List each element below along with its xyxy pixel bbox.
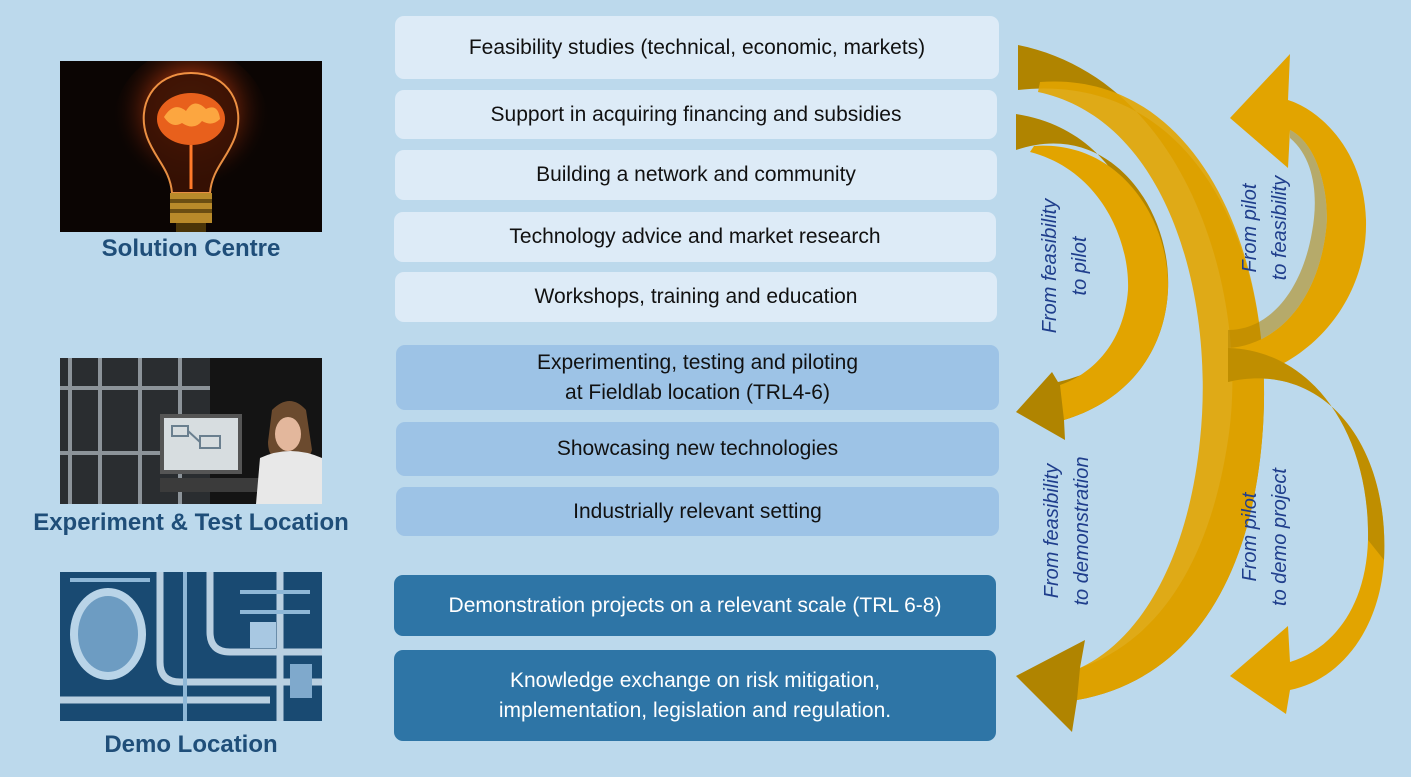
showcasing-technologies-box: Showcasing new technologies: [396, 422, 999, 476]
demonstration-projects-box: Demonstration projects on a relevant sca…: [394, 575, 996, 636]
financing-support-box: Support in acquiring financing and subsi…: [395, 90, 997, 139]
pilot-to-feasibility-label: From pilot to feasibility: [1239, 175, 1291, 281]
lightbulb-brain-photo: [60, 61, 322, 232]
box-text: Building a network and community: [536, 163, 856, 186]
experiment-test-location-label: Experiment & Test Location: [33, 509, 349, 536]
knowledge-exchange-box: Knowledge exchange on risk mitigation, i…: [394, 650, 996, 741]
technology-advice-box: Technology advice and market research: [394, 212, 996, 262]
feasibility-studies-box: Feasibility studies (technical, economic…: [395, 16, 999, 79]
box-text: Technology advice and market research: [509, 225, 881, 248]
feasibility-to-pilot-label: From feasibility to pilot: [1039, 198, 1091, 334]
experimenting-testing-box: Experimenting, testing and piloting at F…: [396, 345, 999, 410]
box-text: Showcasing new technologies: [556, 437, 839, 460]
box-text: Knowledge exchange on risk mitigation, i…: [498, 668, 892, 722]
industrially-relevant-box: Industrially relevant setting: [396, 487, 999, 536]
industrial-piping-photo: [60, 572, 322, 721]
box-text: Workshops, training and education: [534, 285, 858, 308]
box-text: Experimenting, testing and piloting at F…: [536, 350, 859, 404]
pilot-to-feasibility-arrow: [1228, 54, 1367, 382]
box-text: Support in acquiring financing and subsi…: [490, 102, 902, 126]
box-text: Demonstration projects on a relevant sca…: [448, 593, 942, 617]
network-community-box: Building a network and community: [395, 150, 997, 200]
pilot-to-demo-label: From pilot to demo project: [1239, 468, 1291, 606]
workshops-training-box: Workshops, training and education: [395, 272, 997, 322]
feasibility-to-demonstration-label: From feasibility to demonstration: [1041, 456, 1093, 606]
lab-technician-computer-photo: [60, 358, 322, 504]
pilot-to-demo-arrow: [1228, 348, 1385, 714]
solution-centre-label: Solution Centre: [101, 235, 281, 262]
box-text: Industrially relevant setting: [573, 499, 822, 523]
demo-location-label: Demo Location: [104, 731, 278, 758]
box-text: Feasibility studies (technical, economic…: [468, 35, 926, 59]
